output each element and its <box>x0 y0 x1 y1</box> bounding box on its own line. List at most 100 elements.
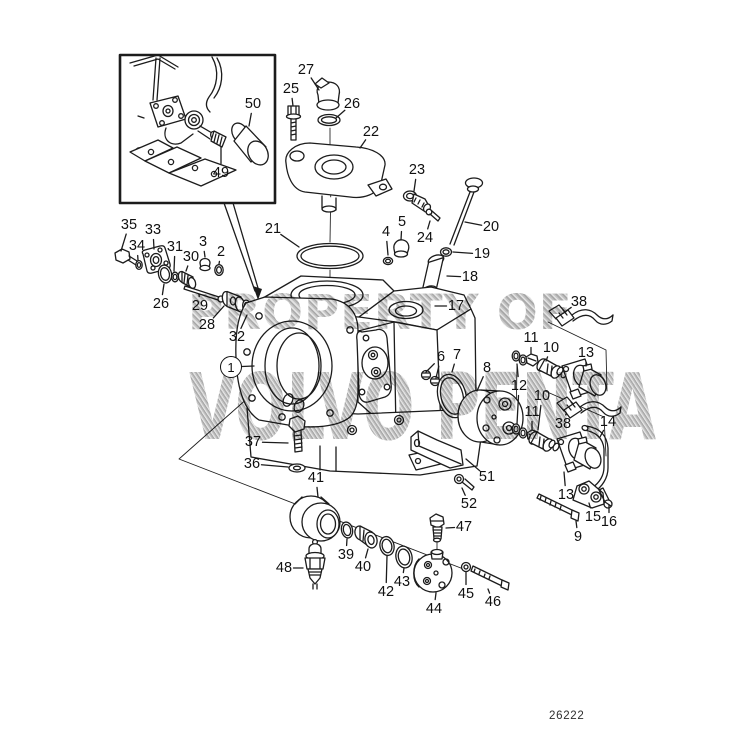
callout-21: 21 <box>264 221 282 237</box>
part-21-oring-large <box>296 242 364 270</box>
callout-51: 51 <box>478 469 496 485</box>
leader-line <box>385 555 388 584</box>
leader-line <box>173 255 176 272</box>
part-25-bolt <box>285 105 302 141</box>
part-4-washer <box>382 256 394 266</box>
part-45-washer <box>460 561 472 573</box>
leader-line <box>241 365 255 368</box>
part-40-valve-insert <box>354 525 378 549</box>
part-41-connector-housing <box>289 495 341 542</box>
callout-32: 32 <box>228 329 246 345</box>
callout-25: 25 <box>282 81 300 97</box>
callout-12: 12 <box>510 378 528 394</box>
part-2-ring <box>214 263 224 277</box>
callout-9: 9 <box>573 529 583 545</box>
leader-line <box>335 109 346 119</box>
leader-line <box>402 567 405 574</box>
callout-4: 4 <box>381 224 391 240</box>
part-49-adapter <box>210 130 227 148</box>
callout-52: 52 <box>460 496 478 512</box>
callout-24: 24 <box>416 230 434 246</box>
leader-line <box>203 250 206 258</box>
callout-33: 33 <box>144 222 162 238</box>
callout-26: 26 <box>343 96 361 112</box>
leader-line <box>152 238 155 250</box>
callout-40: 40 <box>354 559 372 575</box>
part-27-filler-cap <box>314 77 341 111</box>
callout-20: 20 <box>482 219 500 235</box>
callout-19: 19 <box>473 246 491 262</box>
callout-45: 45 <box>457 586 475 602</box>
part-47-fitting <box>429 513 445 543</box>
part-31-washer <box>170 271 180 283</box>
part-26-cap-oring <box>317 113 341 127</box>
part-12-washers <box>511 350 528 366</box>
part-13-solenoid <box>561 358 607 400</box>
callout-14: 14 <box>599 414 617 430</box>
part-36-washer <box>288 463 306 473</box>
callout-2: 2 <box>216 244 226 260</box>
leader-line <box>291 97 294 107</box>
part-26-gasket <box>157 264 173 284</box>
leader-line <box>161 283 165 296</box>
callout-11: 11 <box>524 404 540 420</box>
part-42-oring <box>379 535 395 557</box>
leader-line <box>120 233 127 252</box>
callout-13: 13 <box>557 487 575 503</box>
leader-line <box>185 265 189 272</box>
part-5-plug <box>393 239 410 258</box>
engine-location-art <box>129 54 237 187</box>
leader-line <box>452 251 474 254</box>
leader-line <box>476 376 484 392</box>
callout-13: 13 <box>577 345 595 361</box>
part-3-plug <box>199 257 211 272</box>
callout-16: 16 <box>600 514 618 530</box>
leader-line <box>464 221 483 226</box>
leader-line <box>487 588 491 594</box>
callout-38: 38 <box>570 294 588 310</box>
callout-28: 28 <box>198 317 216 333</box>
part-11-nut <box>525 353 539 367</box>
callout-49: 49 <box>212 165 230 181</box>
callout-23: 23 <box>408 162 426 178</box>
inset-reference-box <box>118 53 277 300</box>
callout-1: 1 <box>220 356 242 378</box>
leader-line <box>545 356 549 362</box>
callout-11: 11 <box>523 330 539 346</box>
part-52-screw <box>453 473 475 491</box>
callout-7: 7 <box>452 347 462 363</box>
callout-8: 8 <box>482 360 492 376</box>
callout-15: 15 <box>584 509 602 525</box>
leader-line <box>261 441 289 444</box>
leader-line <box>575 520 578 529</box>
callout-30: 30 <box>182 249 200 265</box>
callout-47: 47 <box>455 519 473 535</box>
leader-line <box>588 502 592 509</box>
part-9-bolt <box>536 493 580 522</box>
part-48-sensor <box>304 538 326 590</box>
callout-3: 3 <box>198 234 208 250</box>
leader-line <box>563 471 566 487</box>
callout-26: 26 <box>152 296 170 312</box>
leader-line <box>427 220 431 230</box>
callout-34: 34 <box>128 238 146 254</box>
callout-38: 38 <box>554 416 572 432</box>
leader-line <box>446 275 462 278</box>
part-22-cover <box>285 142 393 213</box>
callout-22: 22 <box>362 124 380 140</box>
part-44-valve-body <box>413 548 453 593</box>
part-24-screw <box>425 208 441 222</box>
callout-10: 10 <box>533 388 551 404</box>
leader-line <box>386 240 389 256</box>
callout-5: 5 <box>397 214 407 230</box>
callout-37: 37 <box>244 434 262 450</box>
leader-line <box>359 139 367 149</box>
leader-line <box>260 464 289 468</box>
leader-line <box>364 548 369 559</box>
leader-line <box>280 233 300 248</box>
callout-48: 48 <box>275 560 293 576</box>
callout-36: 36 <box>243 456 261 472</box>
leader-line <box>310 77 320 91</box>
callout-18: 18 <box>461 269 479 285</box>
